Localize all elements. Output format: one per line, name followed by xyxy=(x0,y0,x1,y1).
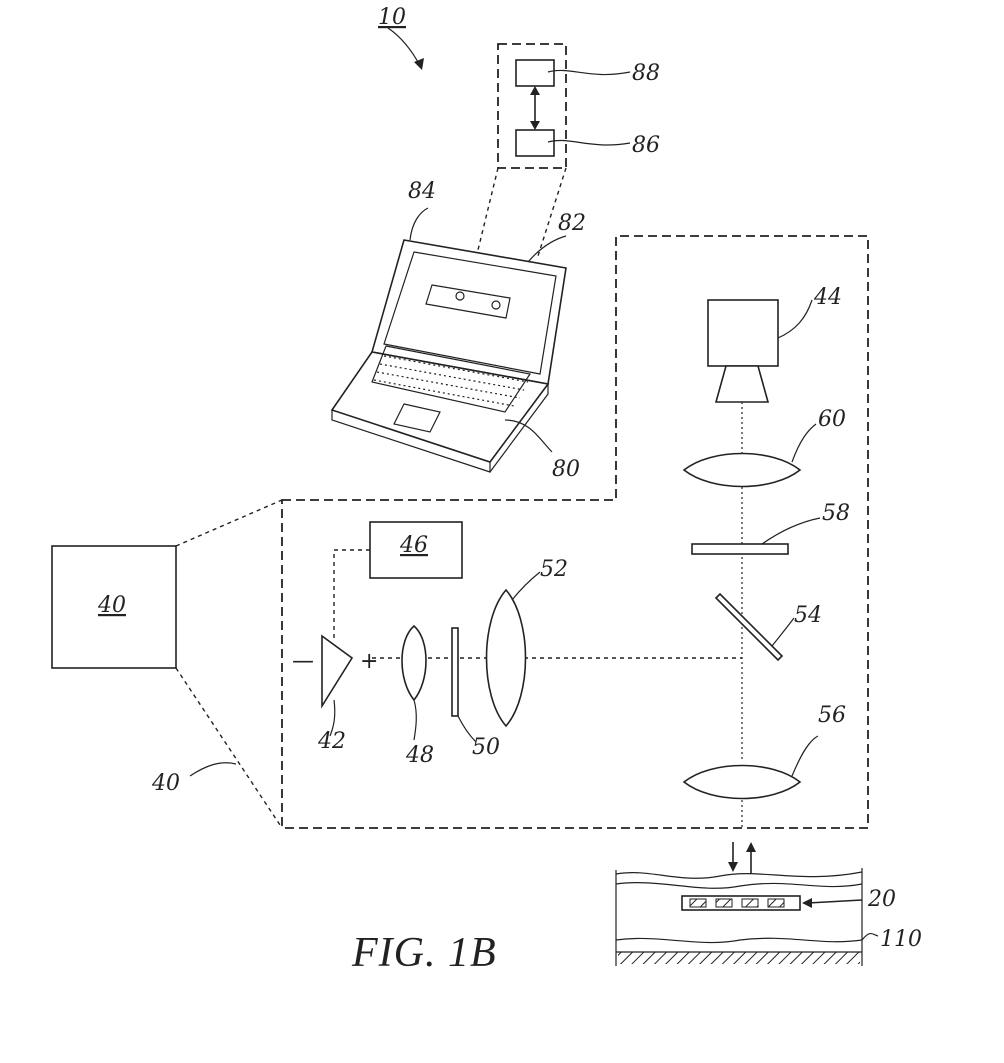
filter-58 xyxy=(692,544,788,554)
label-56: 56 xyxy=(818,703,846,728)
light-source-42 xyxy=(322,636,352,706)
projection-line-top xyxy=(176,500,282,546)
tissue-lower-line xyxy=(616,938,862,942)
leader-40 xyxy=(190,763,236,776)
driver-connection xyxy=(334,550,370,640)
label-20: 20 xyxy=(867,887,896,912)
block-86 xyxy=(516,130,554,156)
projection-line-bottom xyxy=(176,668,282,828)
label-60: 60 xyxy=(818,407,846,432)
label-82: 82 xyxy=(558,211,586,236)
label-110: 110 xyxy=(880,927,922,952)
lens-52 xyxy=(487,590,526,726)
camera-44-body xyxy=(708,300,778,366)
label-46: 46 xyxy=(399,533,428,558)
leader-52 xyxy=(512,572,540,600)
laptop xyxy=(332,208,566,472)
label-54: 54 xyxy=(794,603,822,628)
incident-arrow-head xyxy=(728,862,738,872)
leader-48 xyxy=(414,700,416,740)
leader-20 xyxy=(808,900,862,903)
label-86: 86 xyxy=(632,133,660,158)
label-88: 88 xyxy=(632,61,660,86)
substrate-hatching xyxy=(618,952,860,964)
leader-110 xyxy=(862,934,878,941)
leader-44 xyxy=(778,300,812,338)
tissue-sample xyxy=(616,842,878,966)
link-to-laptop-1 xyxy=(478,168,498,250)
leader-82 xyxy=(528,236,566,262)
label-58: 58 xyxy=(822,501,850,526)
source-plus-sign: + xyxy=(360,649,378,674)
return-arrow-head xyxy=(746,842,756,852)
label-52: 52 xyxy=(540,557,568,582)
leader-86 xyxy=(548,140,630,145)
arrow-head-down xyxy=(530,121,540,130)
figure-title: FIG. 1B xyxy=(351,930,497,976)
label-40-ref: 40 xyxy=(151,771,180,796)
label-50: 50 xyxy=(472,735,500,760)
lens-48 xyxy=(402,626,426,700)
filter-50 xyxy=(452,628,458,716)
mirror-54 xyxy=(716,594,782,660)
lens-56 xyxy=(684,766,800,799)
label-44: 44 xyxy=(813,285,842,310)
block-88 xyxy=(516,60,554,86)
leader-56 xyxy=(792,736,818,776)
leader-84 xyxy=(410,208,428,240)
label-42: 42 xyxy=(317,729,346,754)
system-arrow xyxy=(388,28,420,66)
tissue-surface-1 xyxy=(616,872,862,878)
arrow-head-up xyxy=(530,86,540,95)
target-cell-4 xyxy=(768,899,784,907)
reference-labels: 10 88 86 84 82 80 44 60 58 54 56 52 50 4… xyxy=(97,5,922,976)
target-cell-1 xyxy=(690,899,706,907)
label-40-box: 40 xyxy=(97,593,126,618)
leader-60 xyxy=(792,424,816,462)
tissue-surface-2 xyxy=(616,883,862,889)
leader-88 xyxy=(548,70,630,74)
leader-20-head xyxy=(802,898,812,908)
leader-58 xyxy=(762,518,820,544)
label-80: 80 xyxy=(552,457,580,482)
target-cell-3 xyxy=(742,899,758,907)
camera-44-lens-mount xyxy=(716,366,768,402)
lens-60 xyxy=(684,454,800,487)
label-48: 48 xyxy=(405,743,434,768)
system-arrow-head xyxy=(414,58,424,70)
label-84: 84 xyxy=(408,179,436,204)
target-cell-2 xyxy=(716,899,732,907)
computing-subsystem xyxy=(478,44,630,256)
label-10: 10 xyxy=(378,5,406,30)
source-minus-sign: — xyxy=(292,649,314,674)
leader-54 xyxy=(772,618,794,646)
